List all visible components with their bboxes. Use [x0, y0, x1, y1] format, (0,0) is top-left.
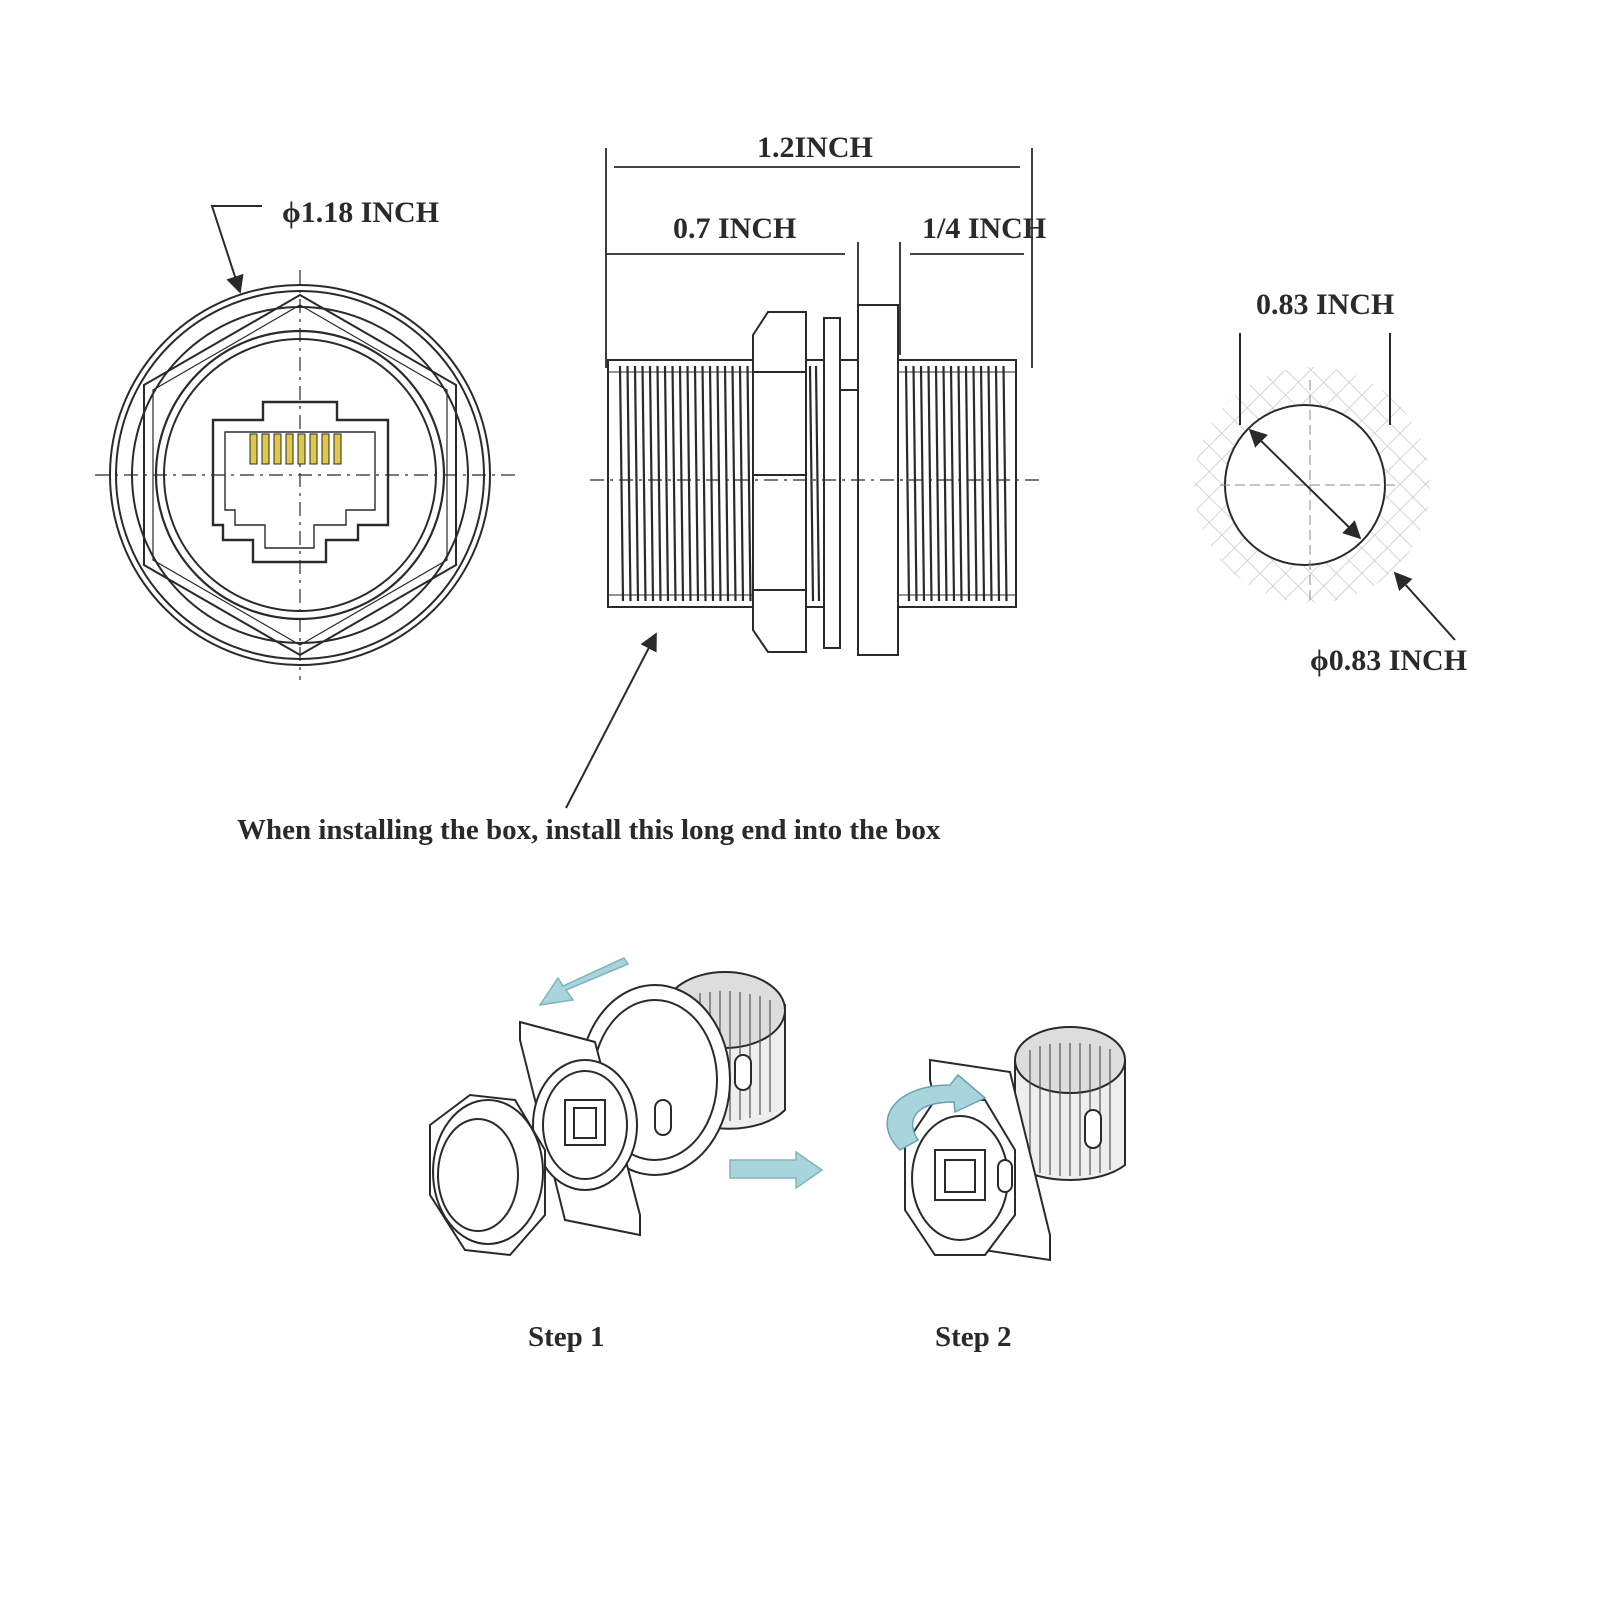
- step1-label: Step 1: [528, 1321, 605, 1353]
- front-diameter-label: ϕ1.18 INCH: [282, 196, 439, 229]
- thread-line: [746, 365, 752, 602]
- thread-line: [708, 365, 715, 602]
- step2-illustration: [904, 1026, 1126, 1262]
- thread-line: [814, 365, 821, 602]
- long-end-length-label: 0.7 INCH: [673, 212, 796, 245]
- direction-arrows-step1: [538, 957, 824, 1190]
- thread-line: [994, 365, 1001, 602]
- thread-line: [912, 365, 918, 602]
- thread-line: [949, 365, 956, 602]
- thread-line: [626, 365, 632, 602]
- rj45-pins: [249, 433, 342, 465]
- panel-hole-view: [1194, 333, 1456, 641]
- thread-lines: [618, 365, 1008, 602]
- thread-line: [957, 365, 963, 602]
- thread-line: [927, 365, 933, 602]
- thread-line: [1002, 365, 1008, 602]
- thread-line: [979, 365, 986, 602]
- thread-line: [808, 365, 815, 602]
- thread-line: [686, 365, 692, 602]
- thread-line: [904, 365, 911, 602]
- thread-line: [723, 365, 730, 602]
- thread-line: [693, 365, 700, 602]
- total-length-label: 1.2INCH: [757, 131, 873, 164]
- front-view: [95, 270, 520, 680]
- hole-diameter-label: ϕ0.83 INCH: [1310, 644, 1467, 677]
- thread-line: [972, 365, 978, 602]
- thread-line: [919, 365, 926, 602]
- rotation-arrow-step2: [886, 1073, 987, 1151]
- thread-line: [633, 365, 640, 602]
- thread-line: [648, 365, 655, 602]
- step2-label: Step 2: [935, 1321, 1012, 1353]
- thread-line: [671, 365, 677, 602]
- thread-line: [942, 365, 948, 602]
- long-end-leader: [565, 632, 657, 809]
- thread-line: [738, 365, 745, 602]
- short-end-length-label: 1/4 INCH: [922, 212, 1046, 245]
- thread-line: [618, 365, 625, 602]
- thread-line: [656, 365, 662, 602]
- thread-line: [641, 365, 647, 602]
- thread-line: [964, 365, 971, 602]
- thread-line: [934, 365, 941, 602]
- thread-line: [731, 365, 737, 602]
- hole-width-label: 0.83 INCH: [1256, 288, 1394, 321]
- thread-line: [987, 365, 993, 602]
- thread-line: [678, 365, 685, 602]
- dimension-lines: [605, 148, 1033, 368]
- thread-line: [663, 365, 670, 602]
- side-view: [590, 304, 1045, 656]
- front-diameter-leader: [210, 205, 262, 294]
- step1-illustration: [429, 971, 786, 1257]
- thread-line: [701, 365, 707, 602]
- installation-note: When installing the box, install this lo…: [237, 814, 941, 846]
- thread-line: [716, 365, 722, 602]
